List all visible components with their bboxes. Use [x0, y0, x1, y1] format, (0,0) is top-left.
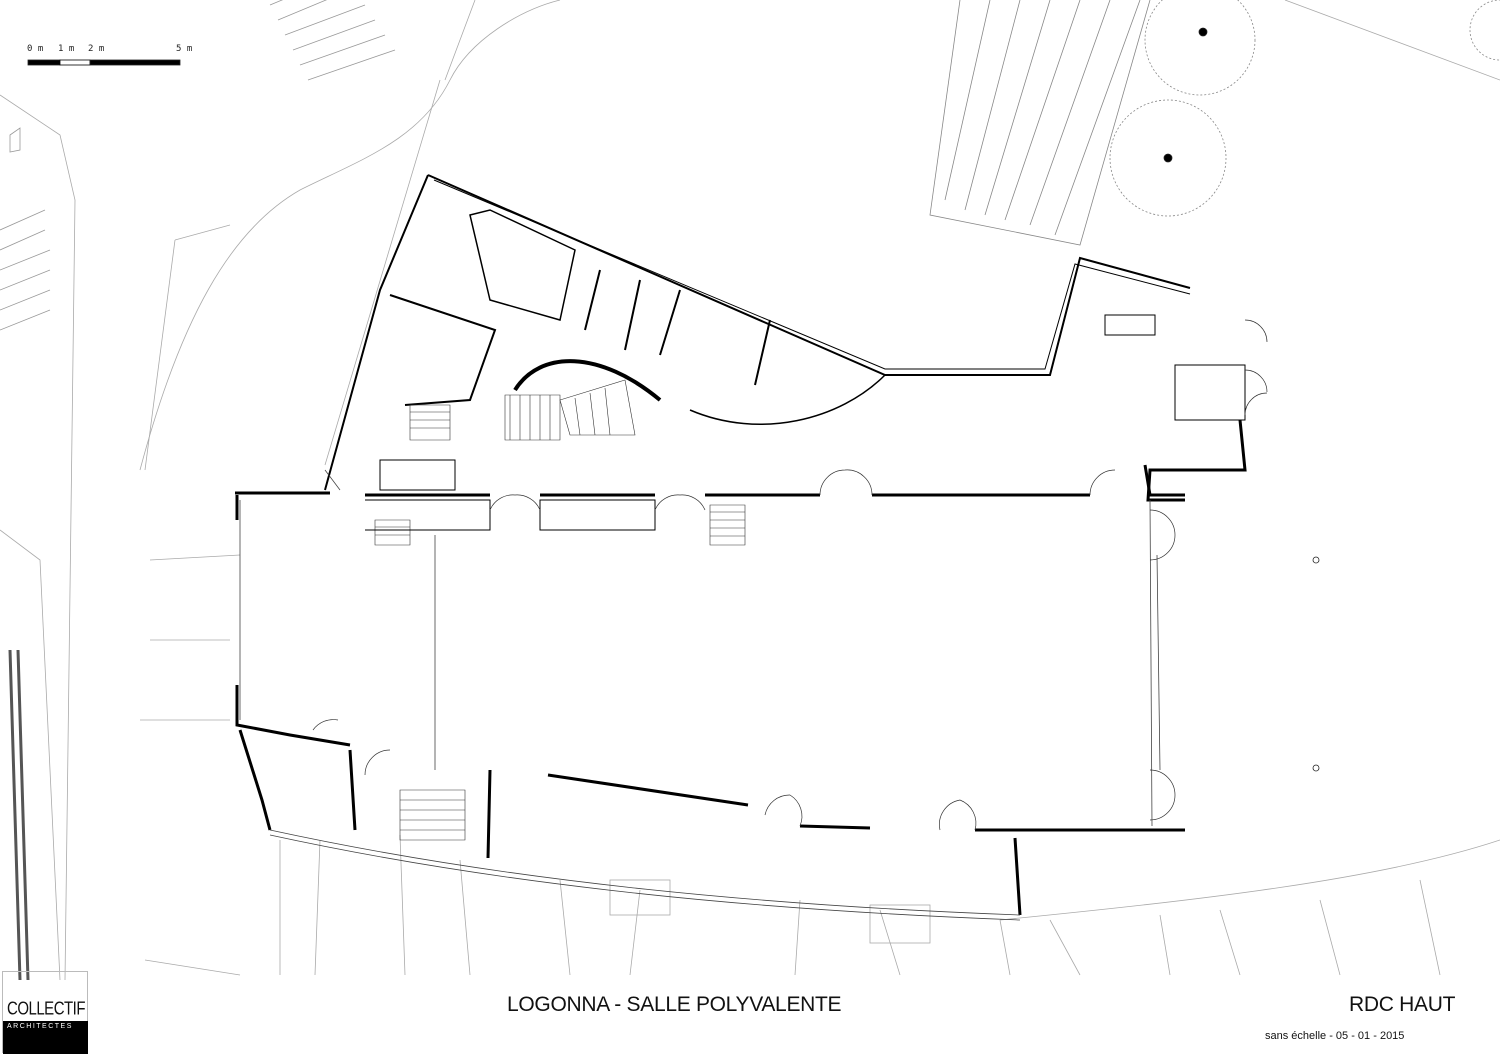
north-wing-walls	[324, 174, 1246, 491]
scale-and-date: sans échelle - 05 - 01 - 2015	[1265, 1030, 1405, 1042]
column-marker	[1312, 764, 1320, 772]
logo-line1: COLLECTIF	[7, 999, 86, 1020]
scale-label-2: 2 m	[88, 44, 105, 54]
striped-field	[929, 0, 1151, 246]
tree-trunk	[1163, 153, 1173, 163]
tree	[1109, 0, 1500, 217]
hall-outline	[239, 469, 1161, 921]
main-hall-walls	[235, 419, 1247, 916]
scale-label-0: 0 m	[27, 44, 44, 54]
scale-bar	[27, 59, 181, 66]
tree-trunk	[1198, 27, 1208, 37]
hatched-area	[0, 127, 51, 981]
parking-stripes	[269, 0, 396, 81]
scale-label-1: 1 m	[58, 44, 75, 54]
scale-label-5: 5 m	[176, 44, 193, 54]
sheet-name: RDC HAUT	[1349, 993, 1456, 1016]
logo-line2: ARCHITECTES	[7, 1023, 73, 1030]
door-swings	[312, 319, 1268, 831]
architect-logo: COLLECTIF ARCHITECTES	[2, 971, 88, 1054]
project-title: LOGONNA - SALLE POLYVALENTE	[507, 993, 842, 1016]
road-lines	[0, 0, 1500, 981]
logo-black-block: ARCHITECTES	[3, 1021, 88, 1054]
column-marker	[1312, 556, 1320, 564]
stairs	[374, 379, 746, 841]
